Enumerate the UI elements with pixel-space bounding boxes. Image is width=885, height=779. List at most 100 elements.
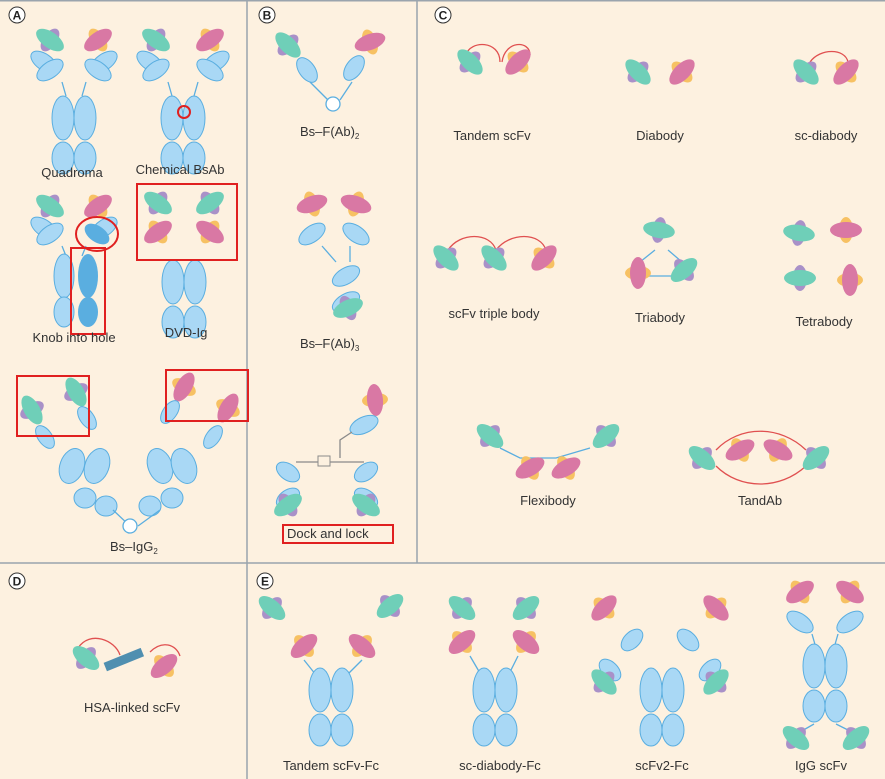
knob-arm-right-v-domain <box>84 194 112 218</box>
quadroma-fab-right <box>84 58 112 82</box>
hsa-v2-domain <box>150 654 178 678</box>
label-scfv-triple-body: scFv triple body <box>448 306 540 321</box>
flexi-v1-domain <box>476 424 504 448</box>
es2fc-c2 <box>676 628 700 652</box>
linker <box>339 81 353 101</box>
eigg-v4-domain <box>842 726 870 750</box>
label-bs-fab2: Bs–F(Ab)2 <box>300 124 360 141</box>
es2fc-fc-l2 <box>639 713 663 747</box>
eigg-fc-r2 <box>824 689 848 723</box>
fab2-node <box>325 96 341 112</box>
knob-arm-left-v-domain <box>36 194 64 218</box>
antibody-structures <box>20 28 870 750</box>
triple-v3-domain <box>531 245 557 271</box>
triabody-v1-domain <box>643 221 675 239</box>
linker <box>167 81 173 97</box>
esdfc-fc-l1 <box>472 667 496 713</box>
bsigg-r1 <box>160 400 180 424</box>
eigg-v1-domain <box>786 580 814 604</box>
label-tetrabody: Tetrabody <box>795 314 853 329</box>
chem-arm-left-v-domain <box>142 28 170 52</box>
bsigg-r5 <box>138 495 162 517</box>
etfc-fc-l2 <box>308 713 332 747</box>
highlight-knob-box <box>70 247 106 335</box>
chem-fab-left <box>142 58 170 82</box>
quadroma-fab-left <box>36 58 64 82</box>
fab3-v2-domain <box>340 194 372 214</box>
fab2-v-right-domain <box>354 32 386 52</box>
etfc-v1-domain <box>258 596 286 620</box>
svg-text:A: A <box>13 9 22 23</box>
esdfc-v1-domain <box>448 596 476 620</box>
tandab-v2-domain <box>725 439 755 461</box>
dvd-v2-right-domain <box>196 220 224 244</box>
label-sc-diabody-fc: sc-diabody-Fc <box>459 758 541 773</box>
bsigg-hinge-node <box>122 518 138 534</box>
label-bs-igg2: Bs–IgG2 <box>110 539 158 556</box>
fab2-ch-left <box>296 57 318 83</box>
esdfc-fc-r2 <box>494 713 518 747</box>
triple-v1-domain <box>433 245 459 271</box>
knob-fc-r2 <box>78 297 98 327</box>
fab3-c3 <box>331 265 361 287</box>
esdfc-v2-domain <box>448 630 476 654</box>
quadroma-fc-r1 <box>73 95 97 141</box>
esdfc-fc-r1 <box>494 667 518 713</box>
label-sc-diabody: sc-diabody <box>795 128 858 143</box>
label-quadroma: Quadroma <box>41 165 103 180</box>
triabody-v2-domain <box>630 257 646 289</box>
label-triabody: Triabody <box>635 310 686 325</box>
hsa-albumin <box>103 647 145 672</box>
bsigg-l5 <box>73 487 97 509</box>
panel-letter-d: D <box>8 572 26 590</box>
label-dock-and-lock: Dock and lock <box>287 526 369 541</box>
esdfc-v3-domain <box>512 596 540 620</box>
scdia-v2-domain <box>833 59 859 85</box>
quadroma-fc-r2 <box>73 141 97 175</box>
diabody-v1-domain <box>625 59 651 85</box>
hsa-v1-domain <box>72 646 100 670</box>
quadroma-arm-left-v-domain <box>36 28 64 52</box>
eigg-c2 <box>836 610 864 634</box>
label-bs-fab3: Bs–F(Ab)3 <box>300 336 360 353</box>
chem-fc-r2 <box>182 141 206 175</box>
bsigg-vl-domain <box>21 395 43 425</box>
linker <box>137 509 161 527</box>
tandem-v2-domain <box>505 49 531 75</box>
panel-letter-b: B <box>258 6 276 24</box>
fab3-v3-domain <box>333 298 363 318</box>
triabody-v3-domain <box>670 258 698 282</box>
dock-lock-block <box>317 455 331 467</box>
es2fc-v3-domain <box>591 669 617 695</box>
fab2-v-left-domain <box>275 32 301 58</box>
fab3-c2 <box>342 222 370 246</box>
panel-letter-e: E <box>256 572 274 590</box>
etfc-v2-domain <box>290 634 318 658</box>
eigg-v2-domain <box>836 580 864 604</box>
label-scfv2-fc: scFv2-Fc <box>635 758 689 773</box>
highlight-dock-box <box>282 524 394 544</box>
hsa-linker <box>77 637 121 656</box>
eigg-fc-l2 <box>802 689 826 723</box>
es2fc-fc-l1 <box>639 667 663 713</box>
eigg-c1 <box>786 610 814 634</box>
quadroma-arm-right-v-domain <box>84 28 112 52</box>
chem-fc-l1 <box>160 95 184 141</box>
etfc-fc-l1 <box>308 667 332 713</box>
bsigg-r4 <box>170 448 198 484</box>
dock-v-r-domain <box>352 493 380 517</box>
bsigg-l4 <box>83 448 111 484</box>
es2fc-fc-r1 <box>661 667 685 713</box>
svg-text:B: B <box>263 9 272 23</box>
scdia-v1-domain <box>793 59 819 85</box>
linker <box>193 81 199 97</box>
svg-text:C: C <box>439 9 448 23</box>
highlight-boxes <box>16 105 394 544</box>
tetra-v2-domain <box>830 222 862 238</box>
dvd-v1-left-domain <box>144 191 172 215</box>
linker <box>321 245 337 263</box>
triple-linker2 <box>495 236 547 251</box>
dock-c-r1 <box>353 461 379 483</box>
